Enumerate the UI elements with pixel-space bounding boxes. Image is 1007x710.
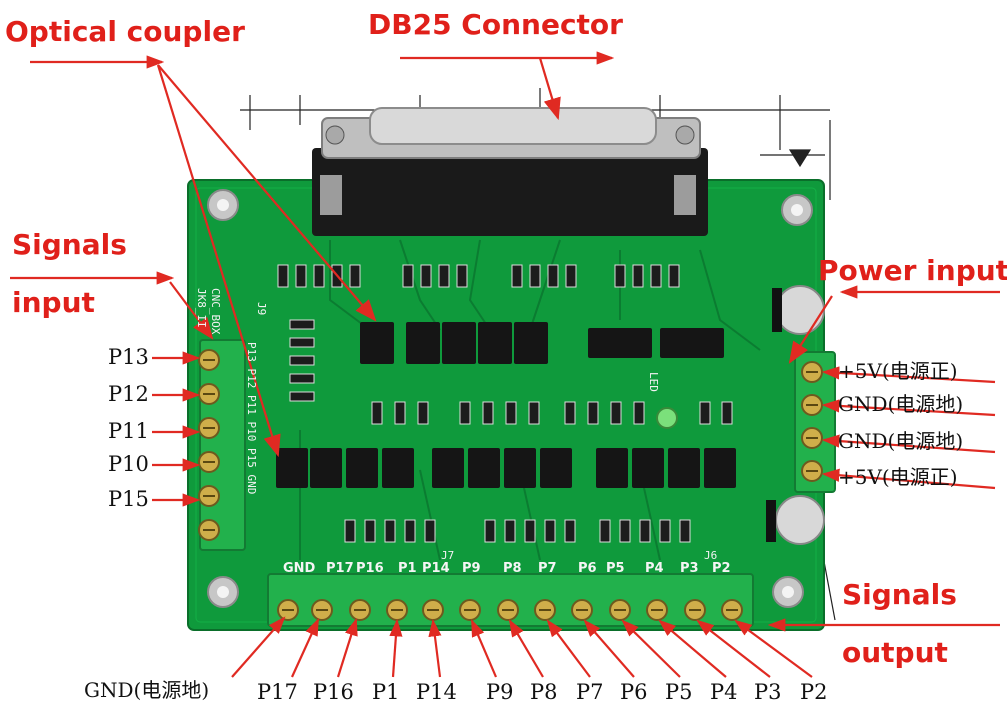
output-pin-label: P16 (313, 680, 354, 704)
silk-board-name: CNC_BOX (209, 288, 222, 335)
label-signals-input-2: input (12, 286, 95, 319)
resistor-row-bottom (344, 519, 691, 543)
input-terminal-block (198, 339, 246, 551)
silk-output-pin: GND (283, 561, 316, 576)
power-pin-label: GND(电源地) (838, 392, 964, 416)
input-pin-label: P13 (108, 345, 149, 369)
label-signals-input-1: Signals (12, 228, 127, 261)
input-pin-label: P11 (108, 419, 149, 443)
power-pin-label: +5V(电源正) (838, 465, 958, 489)
annotation-arrows (10, 51, 1000, 678)
silk-output-pin: P1 (398, 561, 417, 576)
output-pin-label: P6 (620, 680, 648, 704)
input-pin-label: P15 (108, 487, 149, 511)
capacitor-top (772, 285, 825, 335)
silk-output-pin: P17 (326, 561, 354, 576)
output-pin-label: GND(电源地) (84, 678, 210, 702)
label-signals-output-1: Signals (842, 578, 957, 611)
output-pin-label: P9 (486, 680, 514, 704)
output-pin-label: P1 (372, 680, 400, 704)
label-db25-connector: DB25 Connector (368, 8, 623, 41)
input-pin-label: P12 (108, 382, 149, 406)
resistor-row-mid (371, 401, 733, 425)
silk-input-pins: P13 P12 P11 P10 P15 GND (245, 342, 258, 495)
label-signals-output-2: output (842, 636, 948, 669)
output-pin-label: P7 (576, 680, 604, 704)
silk-header-j6: J6 (704, 549, 718, 562)
power-pin-label: GND(电源地) (838, 429, 964, 453)
silk-header-j7: J7 (441, 549, 455, 562)
optocoupler-row-top (360, 322, 548, 364)
silk-output-pin: P16 (356, 561, 384, 576)
optocoupler-row-bottom (276, 448, 736, 488)
silk-led: LED (647, 372, 660, 392)
silk-output-pin: P5 (606, 561, 625, 576)
silk-output-pin: P6 (578, 561, 597, 576)
input-pin-label: P10 (108, 452, 149, 476)
silk-output-pin: P9 (462, 561, 481, 576)
output-pin-label: P8 (530, 680, 558, 704)
silk-output-pin: P14 (422, 561, 450, 576)
silk-model: JK8_II (195, 288, 208, 328)
output-pin-label: P14 (416, 680, 457, 704)
power-terminal-block (794, 351, 836, 493)
capacitor-bottom (766, 495, 825, 545)
silk-output-pin: P7 (538, 561, 557, 576)
logic-ic-chips (588, 328, 724, 358)
silk-output-pin: P3 (680, 561, 699, 576)
output-terminal-block (267, 573, 754, 627)
resistor-column-left (289, 319, 315, 402)
resistor-row-top (277, 264, 680, 288)
silk-output-pin: P2 (712, 561, 731, 576)
output-pin-label: P2 (800, 680, 828, 704)
output-pin-label: P3 (754, 680, 782, 704)
label-power-input: Power input (818, 254, 1007, 287)
silk-header-j9: J9 (255, 302, 268, 316)
label-optical-coupler: Optical coupler (5, 15, 245, 48)
status-led (656, 407, 678, 429)
power-pin-label: +5V(电源正) (838, 359, 958, 383)
db25-connector (312, 107, 708, 236)
output-pin-label: P5 (665, 680, 693, 704)
output-pin-label: P4 (710, 680, 738, 704)
output-pin-label: P17 (257, 680, 298, 704)
silk-output-pin: P8 (503, 561, 522, 576)
silk-output-pin: P4 (645, 561, 664, 576)
